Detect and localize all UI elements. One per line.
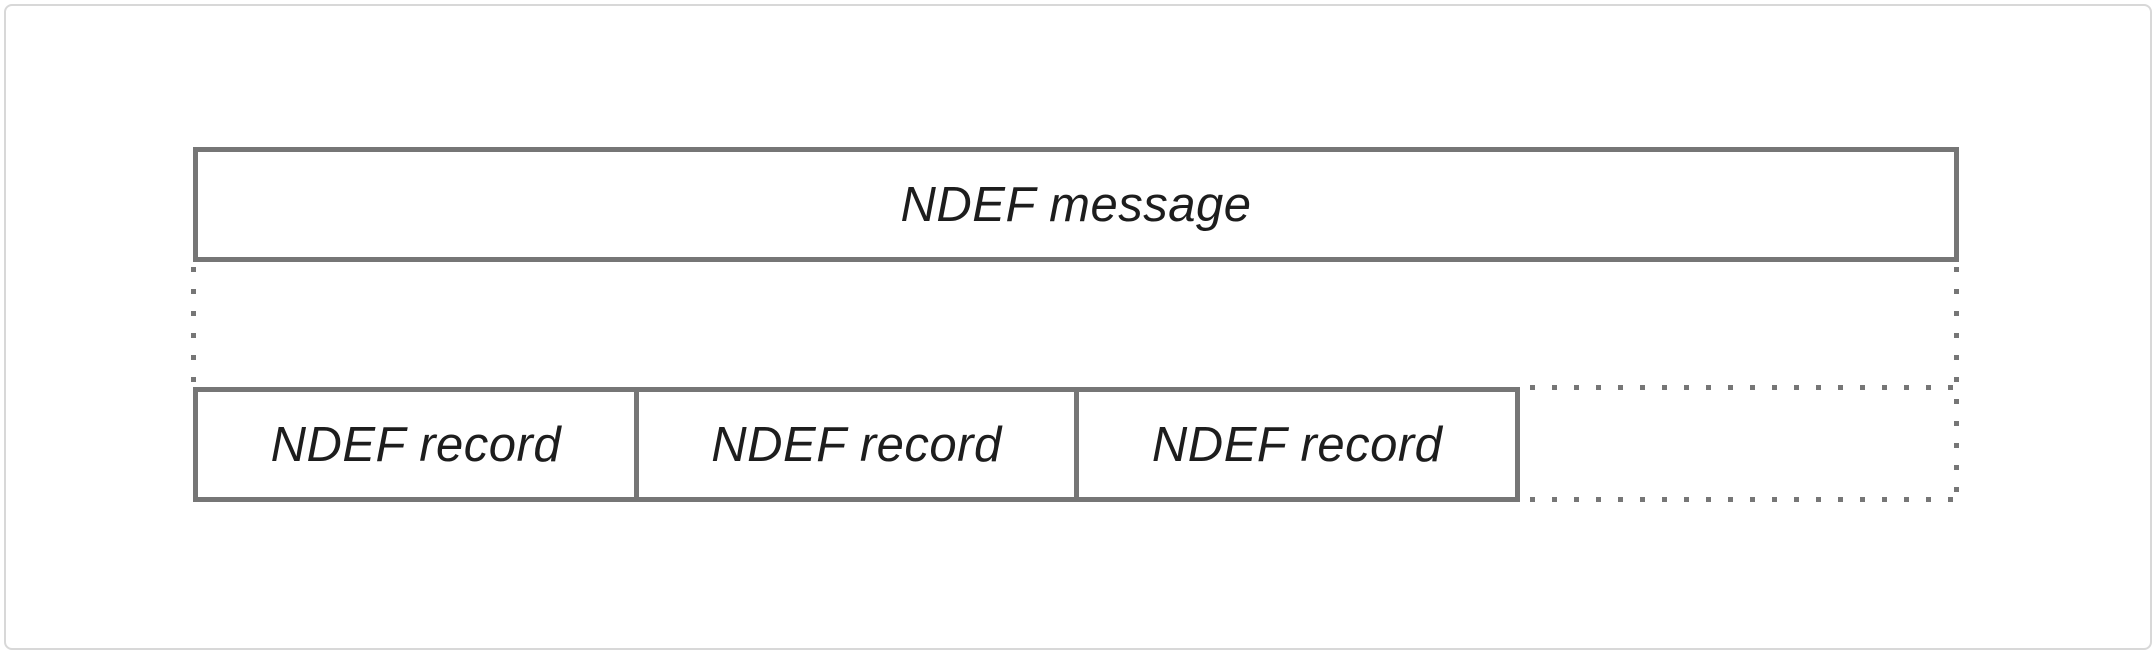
ndef-record-box: NDEF record bbox=[198, 392, 634, 497]
ndef-records-row: NDEF record NDEF record NDEF record bbox=[193, 387, 1520, 502]
ndef-record-box: NDEF record bbox=[1074, 392, 1515, 497]
outer-frame-border bbox=[4, 4, 2152, 650]
ndef-record-label: NDEF record bbox=[1151, 417, 1443, 472]
dotted-extension-top bbox=[1530, 385, 1959, 390]
ndef-message-box: NDEF message bbox=[193, 147, 1959, 262]
ndef-message-label: NDEF message bbox=[900, 177, 1252, 232]
dotted-extension-bottom bbox=[1530, 497, 1959, 502]
dotted-connector-left bbox=[191, 267, 196, 385]
ndef-record-label: NDEF record bbox=[270, 417, 562, 472]
ndef-record-label: NDEF record bbox=[711, 417, 1002, 472]
ndef-record-box: NDEF record bbox=[633, 392, 1075, 497]
